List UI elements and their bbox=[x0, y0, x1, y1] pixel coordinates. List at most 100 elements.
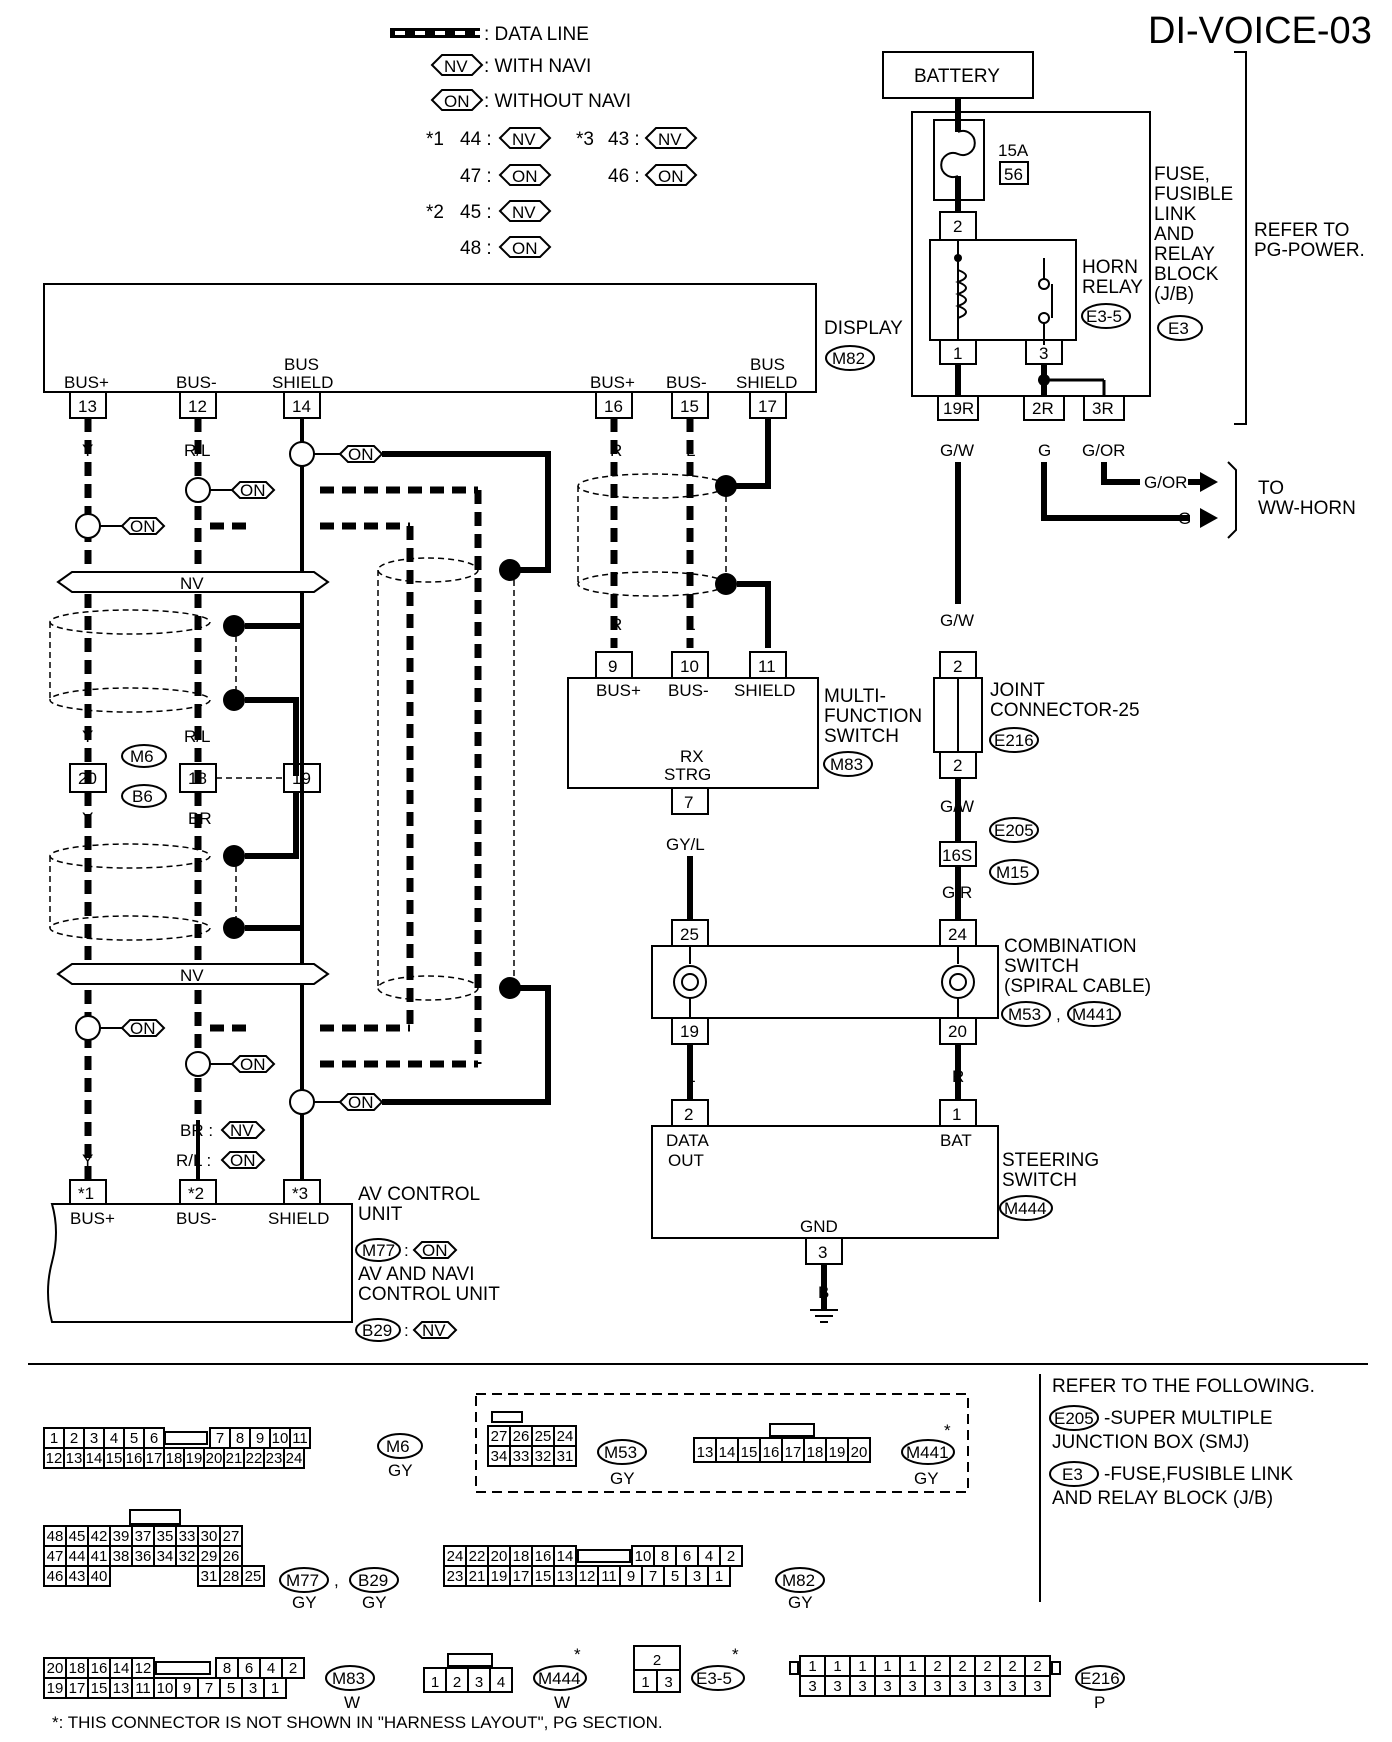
svg-text:SWITCH: SWITCH bbox=[824, 726, 899, 747]
note3-b: 46 : bbox=[608, 166, 640, 187]
svg-text:13: 13 bbox=[78, 397, 97, 416]
svg-text:DATA: DATA bbox=[666, 1131, 709, 1150]
connector-key bbox=[447, 1653, 493, 1667]
connector-pin-label: 43 bbox=[69, 1568, 86, 1585]
svg-text:E216: E216 bbox=[994, 731, 1034, 750]
connector-pin-label: 22 bbox=[246, 1450, 263, 1467]
svg-text:ON: ON bbox=[130, 517, 156, 536]
svg-text:FUSE,: FUSE, bbox=[1154, 164, 1210, 185]
svg-text:PG-POWER.: PG-POWER. bbox=[1254, 240, 1365, 261]
svg-text:SWITCH: SWITCH bbox=[1002, 1170, 1077, 1191]
connector-pin-label: 7 bbox=[216, 1430, 224, 1447]
battery-label: BATTERY bbox=[914, 66, 1000, 87]
legend-data-line: : DATA LINE bbox=[484, 24, 589, 45]
svg-text:M77: M77 bbox=[362, 1241, 395, 1260]
connector-pin-label: 10 bbox=[272, 1430, 289, 1447]
legend-with-navi: : WITH NAVI bbox=[484, 56, 591, 77]
connector-pin-label: 28 bbox=[223, 1568, 240, 1585]
svg-text:BUS-: BUS- bbox=[176, 1209, 217, 1228]
connector-pin-label: 45 bbox=[69, 1528, 86, 1545]
svg-text:(SPIRAL CABLE): (SPIRAL CABLE) bbox=[1004, 976, 1151, 997]
svg-text:NV: NV bbox=[512, 203, 536, 222]
svg-text:BLOCK: BLOCK bbox=[1154, 264, 1219, 285]
svg-text:B6: B6 bbox=[132, 787, 153, 806]
connector-pin-label: 12 bbox=[135, 1660, 152, 1677]
svg-text:7: 7 bbox=[684, 793, 693, 812]
connector-pin-label: 3 bbox=[858, 1678, 866, 1695]
svg-text:19R: 19R bbox=[943, 399, 974, 418]
connector-pin-label: 11 bbox=[292, 1430, 308, 1447]
connector-pin-label: 6 bbox=[150, 1430, 158, 1447]
display-label: DISPLAY bbox=[824, 318, 903, 339]
svg-text:G: G bbox=[1178, 509, 1191, 528]
connector-pin-label: 1 bbox=[858, 1658, 866, 1675]
svg-text:19: 19 bbox=[292, 769, 311, 788]
svg-text:W: W bbox=[554, 1693, 570, 1712]
connector-labels: M6 GY M53 GY M441 * GY M77 , B29 GY GY M… bbox=[279, 1421, 1125, 1712]
svg-text:GY: GY bbox=[610, 1469, 635, 1488]
connector-pin-label: 3 bbox=[475, 1674, 483, 1691]
svg-text:2: 2 bbox=[953, 217, 962, 236]
connector-pin bbox=[283, 1447, 305, 1469]
connector-pin bbox=[553, 1445, 577, 1467]
svg-text:*3: *3 bbox=[292, 1184, 308, 1203]
connector-pin bbox=[281, 1657, 305, 1679]
connector-pin-label: 24 bbox=[286, 1450, 303, 1467]
svg-text:BR: BR bbox=[188, 809, 212, 828]
connector-pin-label: 31 bbox=[557, 1448, 574, 1465]
connector-pin-label: 1 bbox=[271, 1680, 279, 1697]
svg-text:14: 14 bbox=[292, 397, 311, 416]
connector-pin-label: 3 bbox=[908, 1678, 916, 1695]
svg-text:3: 3 bbox=[818, 1243, 827, 1262]
svg-text:-FUSE,FUSIBLE LINK: -FUSE,FUSIBLE LINK bbox=[1104, 1464, 1293, 1485]
connector-pin-label: 21 bbox=[226, 1450, 243, 1467]
svg-text:Y: Y bbox=[82, 809, 93, 828]
connector-pin-label: 18 bbox=[166, 1450, 183, 1467]
connector-pin-label: 36 bbox=[135, 1548, 152, 1565]
svg-text:RELAY: RELAY bbox=[1154, 244, 1215, 265]
svg-text:SHIELD: SHIELD bbox=[736, 373, 797, 392]
svg-text:M444: M444 bbox=[1004, 1199, 1047, 1218]
svg-text:12: 12 bbox=[188, 397, 207, 416]
svg-text:20: 20 bbox=[78, 769, 97, 788]
svg-text:SWITCH: SWITCH bbox=[1004, 956, 1079, 977]
svg-text:16S: 16S bbox=[942, 846, 972, 865]
svg-text:JOINT: JOINT bbox=[990, 680, 1045, 701]
svg-text:GY: GY bbox=[388, 1461, 413, 1480]
connector-pin-label: 17 bbox=[69, 1680, 86, 1697]
connector-pin-label: 1 bbox=[50, 1430, 58, 1447]
svg-text:REFER TO: REFER TO bbox=[1254, 220, 1349, 241]
connector-pin-label: 20 bbox=[206, 1450, 223, 1467]
connector-pin-label: 7 bbox=[205, 1680, 213, 1697]
nv-bar-upper bbox=[56, 571, 330, 593]
connector-pin-label: 21 bbox=[469, 1568, 486, 1585]
svg-text:M53: M53 bbox=[604, 1443, 637, 1462]
svg-text:GY: GY bbox=[914, 1469, 939, 1488]
connector-pin-label: 2 bbox=[727, 1548, 735, 1565]
display-unit: DISPLAY M82 BUS+ BUS- BUS SHIELD BUS+ BU… bbox=[43, 283, 903, 419]
svg-text:L: L bbox=[686, 615, 695, 634]
svg-text:,: , bbox=[1056, 1005, 1061, 1024]
connector-pin-label: 40 bbox=[91, 1568, 108, 1585]
svg-text:E3-5: E3-5 bbox=[696, 1669, 732, 1688]
connector-pin-label: 14 bbox=[719, 1444, 736, 1461]
svg-text:15: 15 bbox=[680, 397, 699, 416]
note1-mark: *1 bbox=[426, 129, 444, 150]
svg-text:M82: M82 bbox=[782, 1571, 815, 1590]
svg-text:CONNECTOR-25: CONNECTOR-25 bbox=[990, 700, 1140, 721]
svg-text:BUS+: BUS+ bbox=[70, 1209, 115, 1228]
connector-pin-label: 11 bbox=[135, 1680, 151, 1697]
fuse-number: 56 bbox=[1004, 165, 1023, 184]
connector-pin bbox=[707, 1565, 731, 1587]
svg-text:GND: GND bbox=[800, 1217, 838, 1236]
svg-text:GY/L: GY/L bbox=[666, 835, 705, 854]
joint-connector: G/W 2 2 JOINT CONNECTOR-25 E216 G/W 16S … bbox=[933, 611, 1140, 920]
connector-pin-label: 19 bbox=[47, 1680, 64, 1697]
horn-relay-box bbox=[929, 239, 1077, 341]
connector-pin-label: 3 bbox=[933, 1678, 941, 1695]
legend: : DATA LINE NV : WITH NAVI ON : WITHOUT … bbox=[390, 24, 698, 259]
svg-text:GY: GY bbox=[292, 1593, 317, 1612]
connector-pin-label: 1 bbox=[641, 1674, 649, 1691]
connector-pin-label: 14 bbox=[113, 1660, 130, 1677]
